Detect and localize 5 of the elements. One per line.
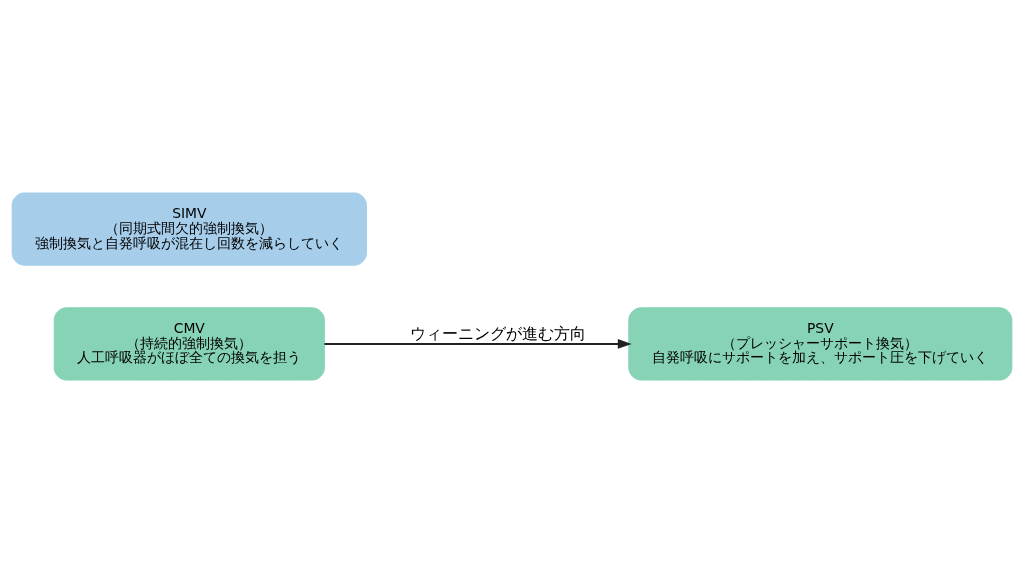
edge-label: ウィーニングが進む方向 xyxy=(409,323,586,343)
node-box: SIMV （同期式間欠的強制換気） 強制換気と自発呼吸が混在し回数を減らしていく xyxy=(11,191,367,266)
node-box: CMV （持続的強制換気） 人工呼吸器がほぼ全ての換気を担う xyxy=(53,306,325,381)
arrow xyxy=(323,338,632,349)
node-box: PSV （プレッシャーサポート換気） 自発呼吸にサポートを加え、サポート圧を下げていく xyxy=(628,306,1013,381)
